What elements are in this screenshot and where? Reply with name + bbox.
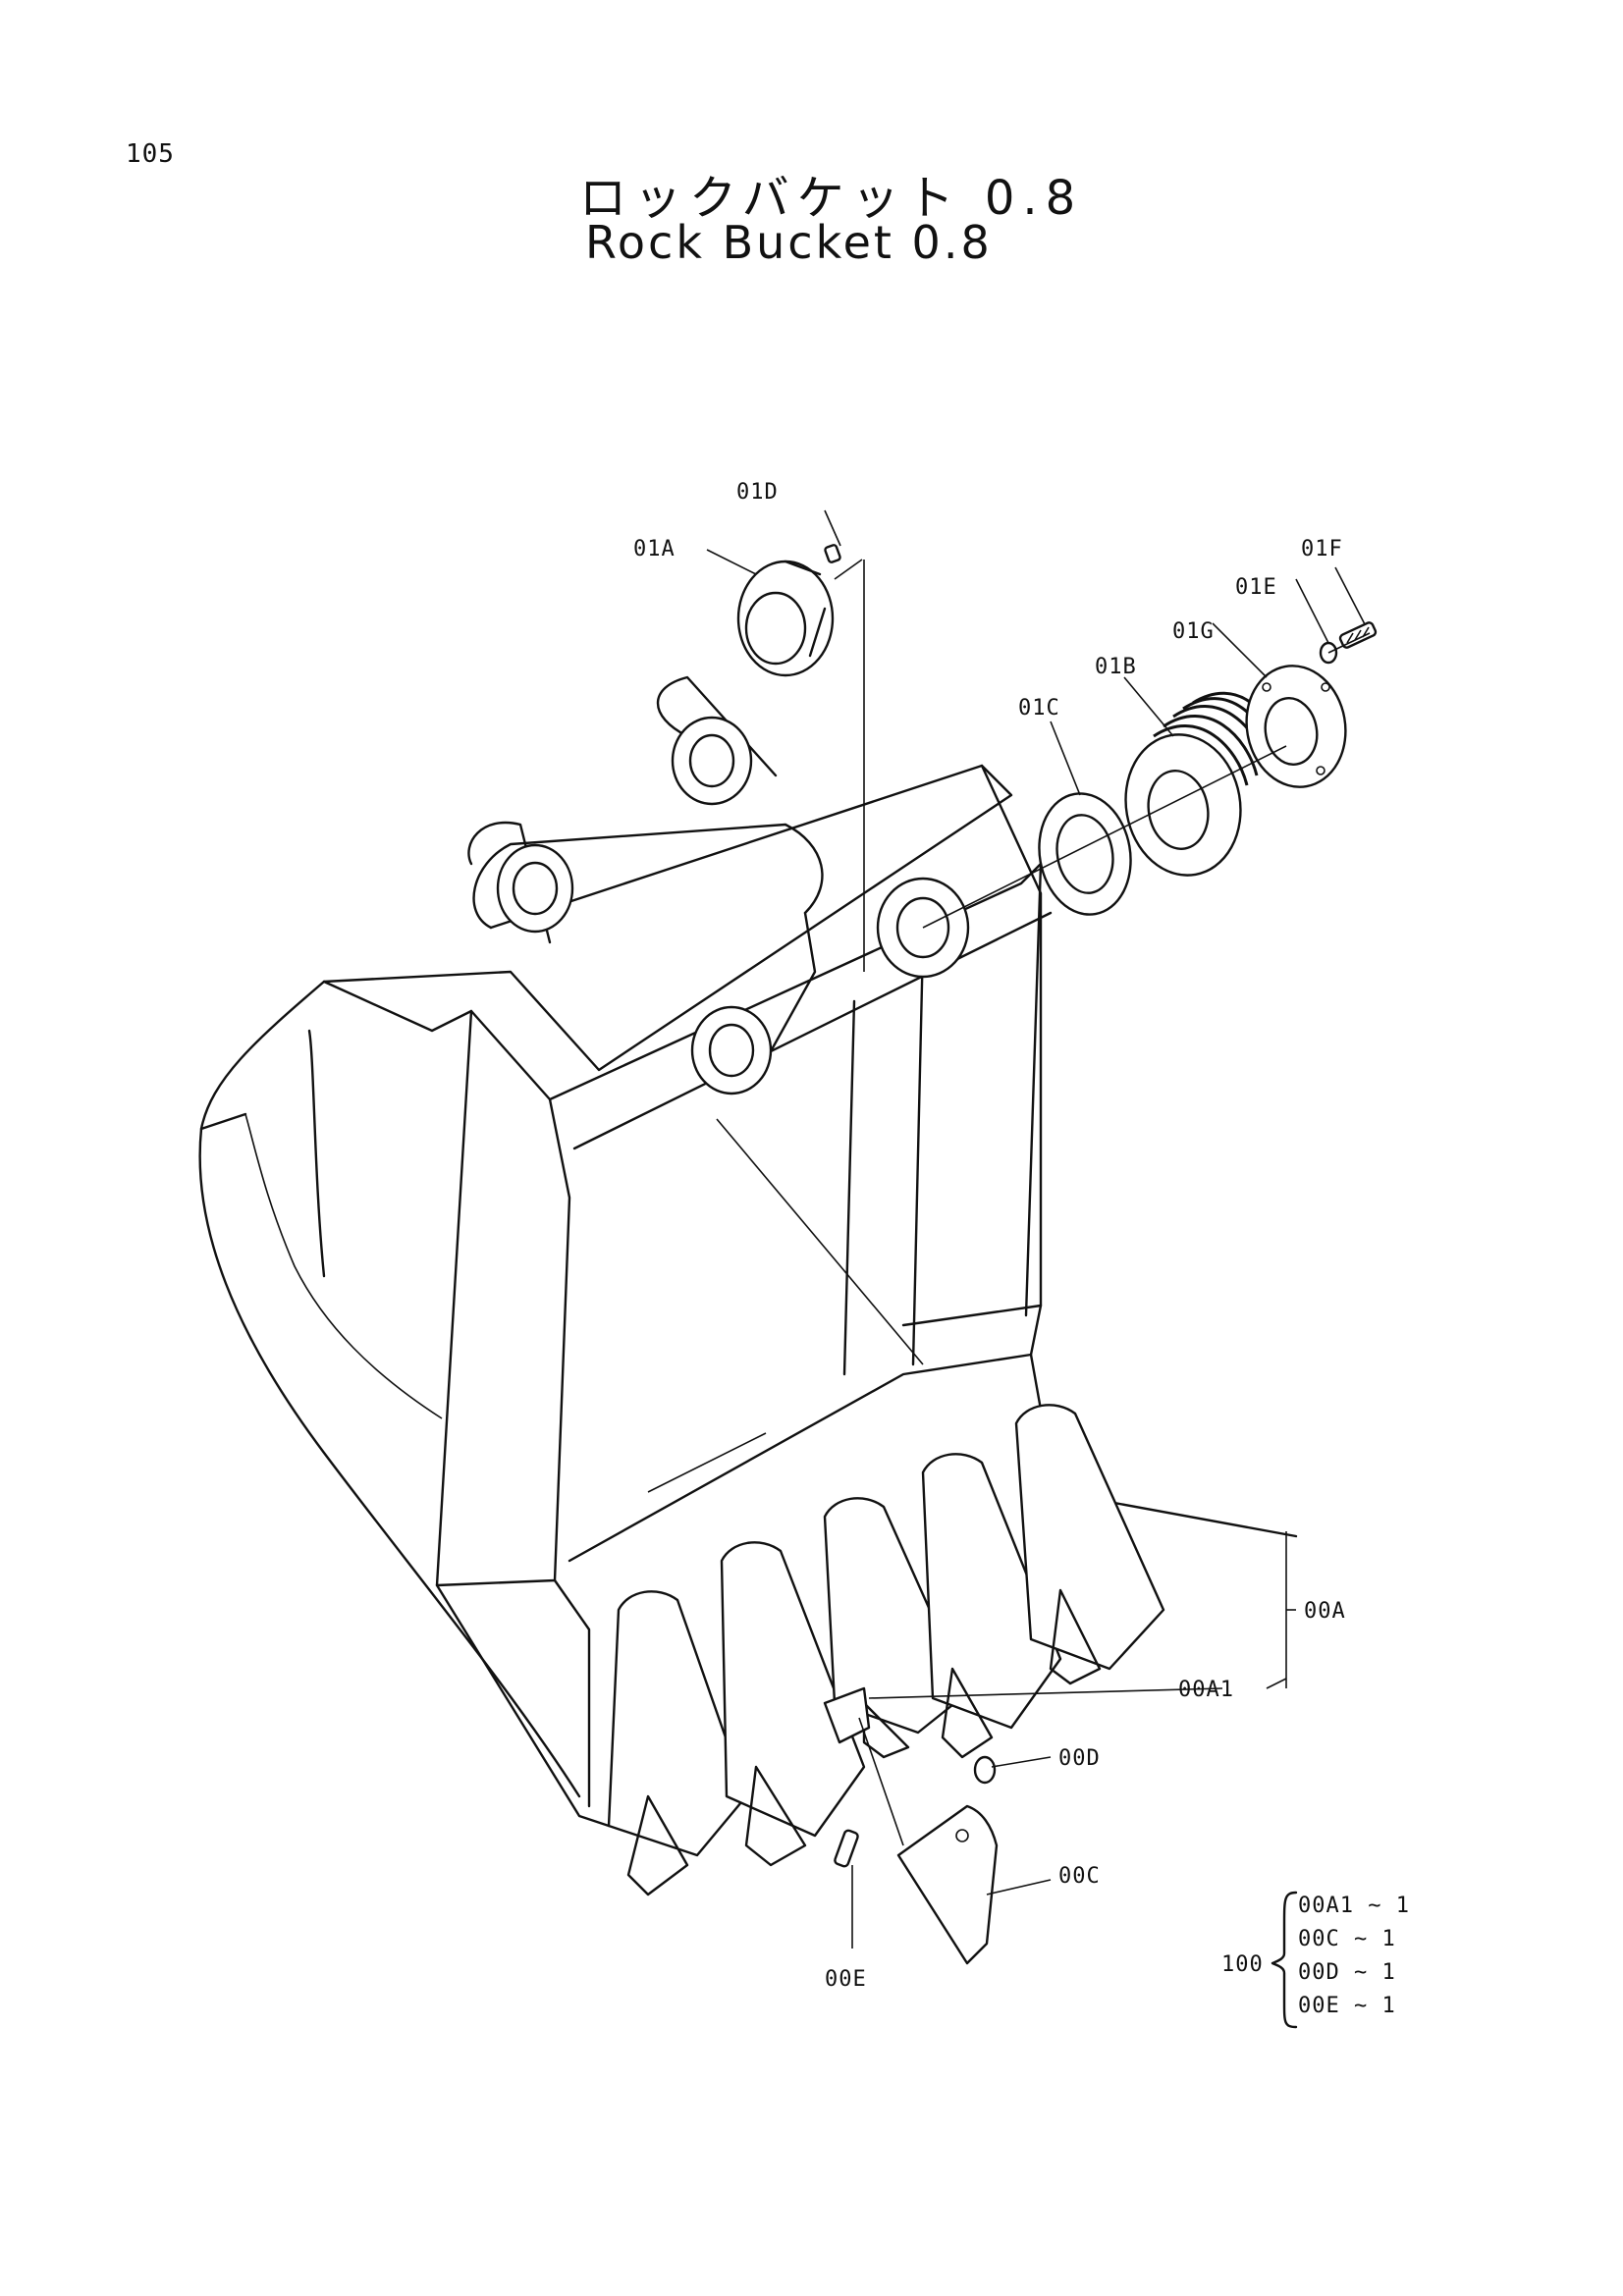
- part-00D-pin: [973, 1755, 997, 1785]
- page-number: 105: [126, 139, 175, 169]
- label-01F: 01F: [1301, 537, 1343, 561]
- bucket-body: [198, 675, 1298, 1828]
- leader-lines: [706, 509, 1371, 1949]
- label-00E: 00E: [825, 1967, 867, 1992]
- label-01C: 01C: [1018, 696, 1060, 721]
- tooth-5: [1014, 1404, 1165, 1685]
- label-01E: 01E: [1235, 575, 1277, 600]
- label-01D: 01D: [736, 480, 779, 505]
- label-00A1: 00A1: [1178, 1678, 1234, 1702]
- part-01F-bolt: [1338, 621, 1378, 649]
- label-01B: 01B: [1095, 655, 1137, 679]
- bucket-bosses: [496, 716, 970, 1095]
- kit-list: 100 00A1 ~ 1 00C ~ 1 00D ~ 1 00E ~ 1: [1221, 1891, 1410, 2029]
- part-00C-tooth-point: [896, 1804, 999, 1965]
- part-01A-bushing: [736, 560, 835, 677]
- tooth-1: [607, 1590, 748, 1896]
- part-01C-shim: [1038, 792, 1132, 916]
- label-00C: 00C: [1058, 1864, 1101, 1889]
- kit-item: 00E ~ 1: [1298, 1994, 1396, 2018]
- title-english: Rock Bucket 0.8: [585, 216, 993, 269]
- label-01G: 01G: [1172, 619, 1215, 644]
- label-00A: 00A: [1304, 1599, 1346, 1624]
- bucket-teeth: [607, 1404, 1165, 1896]
- part-01D-pin: [824, 544, 841, 563]
- part-00A1-adapter-detail: [823, 1686, 871, 1744]
- kit-item: 00A1 ~ 1: [1298, 1894, 1410, 1918]
- part-labels: 01D 01A 01F 01E 01G 01B 01C 00A 00A1 00D…: [633, 480, 1346, 1992]
- label-00D: 00D: [1058, 1746, 1101, 1771]
- kit-item: 00C ~ 1: [1298, 1927, 1396, 1951]
- tooth-2: [720, 1541, 866, 1867]
- kit-number: 100: [1221, 1952, 1264, 1977]
- part-00E-lock: [834, 1829, 859, 1868]
- label-01A: 01A: [633, 537, 676, 561]
- title-japanese: ロックバケット 0.8: [579, 171, 1084, 226]
- kit-item: 00D ~ 1: [1298, 1960, 1396, 1985]
- part-01G-plate: [1245, 665, 1347, 788]
